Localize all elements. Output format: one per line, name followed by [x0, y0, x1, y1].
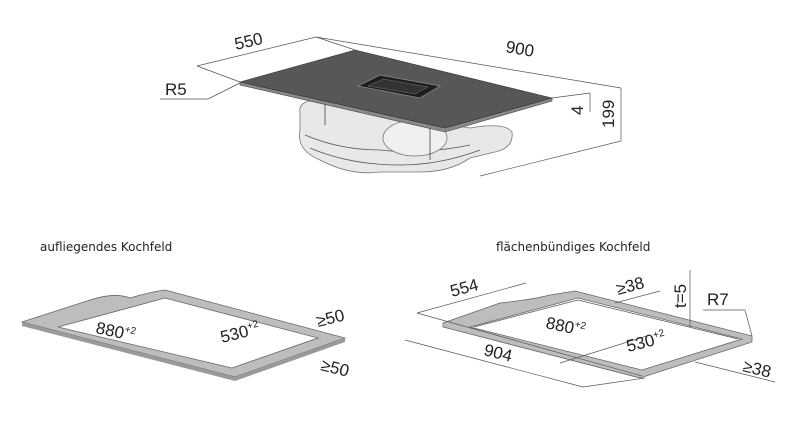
cutout-width-label: 530+2	[624, 328, 668, 356]
dim-38-back-label: ≥38	[614, 273, 646, 299]
surface-mount-title: aufliegendes Kochfeld	[40, 240, 172, 254]
dim-line-38-side	[694, 361, 776, 383]
dim-line-554	[416, 282, 527, 314]
dim-line-530	[559, 334, 651, 364]
dim-line-904	[404, 339, 584, 388]
flush-mount-view: flächenbündiges Kochfeld 554 ≥38 t=5 R7 …	[404, 240, 776, 388]
cutout-length-label: 880+2	[544, 313, 587, 340]
ext-line	[416, 312, 643, 377]
dim-38-side-label: ≥38	[741, 356, 773, 381]
dim-r7-label: R7	[707, 290, 729, 309]
vent-grille-inner	[367, 78, 429, 95]
dim-t5-label: t=5	[671, 284, 690, 308]
unit-detail	[304, 134, 471, 152]
back-margin-label: ≥50	[314, 306, 346, 331]
r7-leader	[703, 309, 753, 337]
side-margin-label: ≥50	[319, 355, 351, 380]
ext-line	[196, 65, 241, 83]
dim-r5-label: R5	[165, 80, 187, 99]
ext-line	[582, 377, 646, 388]
ext-line	[315, 36, 356, 51]
rebate-edge	[473, 299, 739, 340]
dim-4-label: 4	[568, 106, 587, 115]
unit-detail	[309, 147, 481, 166]
worktop-frame	[20, 289, 347, 378]
surface-mount-view: aufliegendes Kochfeld 880+2 530+2 ≥50 ≥5…	[20, 240, 351, 381]
ext-line	[479, 140, 622, 177]
hob-3d-view: 550 900 R5 4 199	[160, 29, 622, 177]
ext-line	[551, 92, 591, 99]
dim-900-label: 900	[504, 37, 535, 61]
flush-mount-title: flächenbündiges Kochfeld	[496, 240, 650, 254]
dim-line-900	[315, 36, 622, 89]
dim-line-38-back	[614, 290, 661, 304]
frame-edge	[235, 338, 345, 381]
dim-line-550	[196, 36, 317, 67]
cutout-width-label: 530+2	[218, 319, 262, 347]
dim-550-label: 550	[233, 29, 265, 54]
dim-199-label: 199	[599, 100, 618, 128]
frame-edge	[22, 322, 235, 381]
r5-leader	[160, 82, 241, 100]
